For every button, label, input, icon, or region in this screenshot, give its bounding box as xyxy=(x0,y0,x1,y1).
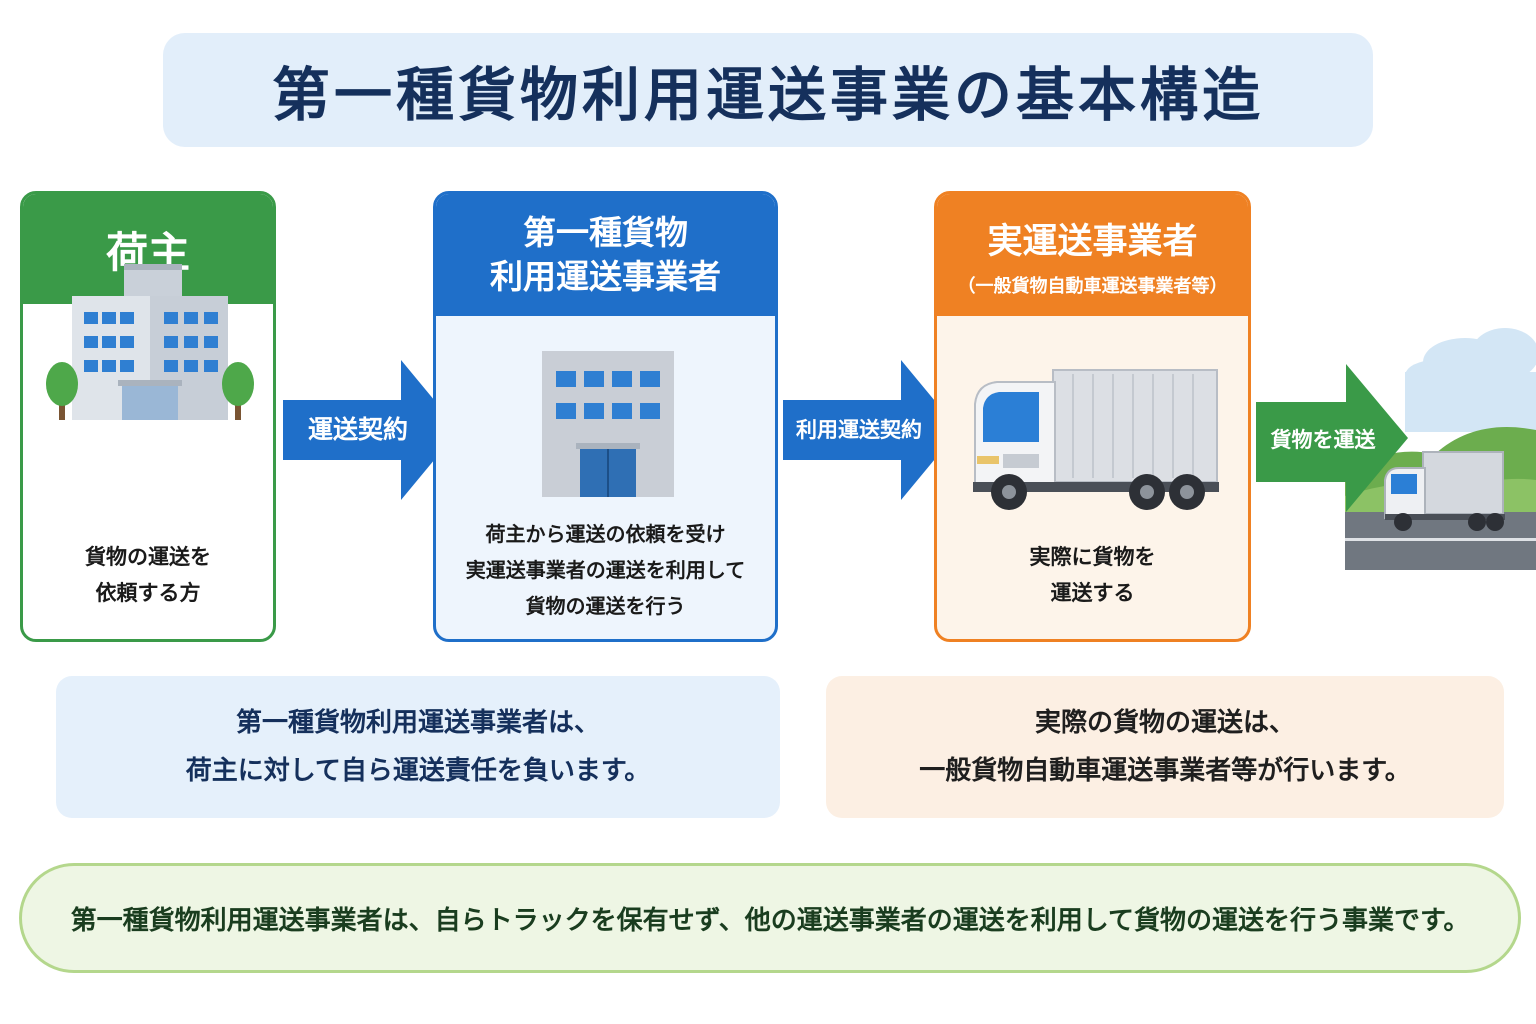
note-left-line-1: 第一種貨物利用運送事業者は、 xyxy=(235,708,600,738)
title-banner: 第一種貨物利用運送事業の基本構造 xyxy=(163,33,1373,147)
note-left-line-2: 荷主に対して自ら運送責任を負います。 xyxy=(185,756,651,786)
deliver-label: 貨物を運送 xyxy=(1270,428,1376,452)
forwarder-desc-line-3: 貨物の運送を行う xyxy=(525,594,686,618)
actual-transport-note: 実際の貨物の運送は、 一般貨物自動車運送事業者等が行います。 xyxy=(826,676,1504,818)
shipper-desc-line-1: 貨物の運送を xyxy=(85,545,211,569)
note-right-line-2: 一般貨物自動車運送事業者等が行います。 xyxy=(919,756,1411,786)
forwarder-desc-line-1: 荷主から運送の依頼を受け xyxy=(485,522,726,546)
carrier-card: 実運送事業者 （一般貨物自動車運送事業者等） 実際に貨物を 運送する xyxy=(934,191,1251,642)
deliver-arrow xyxy=(1256,364,1408,512)
forwarding-contract-label: 利用運送契約 xyxy=(796,418,922,442)
forwarder-card: 第一種貨物 利用運送事業者 荷主から運送の依頼を受け 実運送事業者の運送を利用し… xyxy=(433,191,778,642)
transport-contract-arrow xyxy=(283,360,459,500)
carrier-description: 実際に貨物を 運送する xyxy=(937,539,1248,611)
forwarding-contract-arrow xyxy=(783,360,959,500)
transport-contract-label: 運送契約 xyxy=(307,415,408,444)
page-title: 第一種貨物利用運送事業の基本構造 xyxy=(271,61,1264,129)
summary-banner: 第一種貨物利用運送事業者は、自らトラックを保有せず、他の運送事業者の運送を利用し… xyxy=(19,863,1521,973)
forwarder-desc-line-2: 実運送事業者の運送を利用して xyxy=(465,558,746,582)
forwarder-description: 荷主から運送の依頼を受け 実運送事業者の運送を利用して 貨物の運送を行う xyxy=(436,516,775,624)
forwarder-heading-line-1: 第一種貨物 xyxy=(523,213,688,252)
forwarder-heading: 第一種貨物 利用運送事業者 xyxy=(436,194,775,316)
summary-text: 第一種貨物利用運送事業者は、自らトラックを保有せず、他の運送事業者の運送を利用し… xyxy=(70,905,1470,936)
carrier-desc-line-2: 運送する xyxy=(1050,581,1135,605)
shipper-card: 荷主 貨物の運送を 依頼する方 xyxy=(20,191,276,642)
forwarder-responsibility-note: 第一種貨物利用運送事業者は、 荷主に対して自ら運送責任を負います。 xyxy=(56,676,780,818)
note-right-line-1: 実際の貨物の運送は、 xyxy=(1034,708,1295,738)
truck-icon xyxy=(973,369,1219,510)
carrier-desc-line-1: 実際に貨物を xyxy=(1029,545,1156,569)
forwarder-heading-line-2: 利用運送事業者 xyxy=(490,257,721,296)
carrier-heading-title: 実運送事業者 xyxy=(987,221,1198,262)
carrier-heading: 実運送事業者 （一般貨物自動車運送事業者等） xyxy=(937,194,1248,316)
office-building-icon xyxy=(46,264,254,420)
carrier-heading-subtitle: （一般貨物自動車運送事業者等） xyxy=(957,275,1228,297)
forwarder-building-icon xyxy=(542,351,674,497)
shipper-description: 貨物の運送を 依頼する方 xyxy=(23,539,273,611)
shipper-desc-line-2: 依頼する方 xyxy=(95,581,201,605)
